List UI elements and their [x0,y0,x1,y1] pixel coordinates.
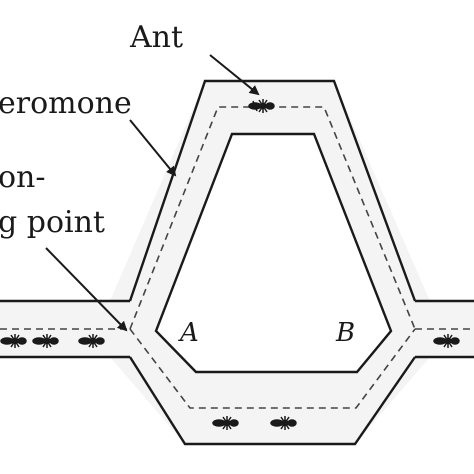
ant-arrow [209,54,260,96]
outer-bottom-edge [128,356,416,446]
ant-icon [433,334,460,348]
ant-icon [78,334,105,348]
leader-arrows [45,54,260,332]
decision-point-arrow [45,247,128,332]
point-a-label: A [180,318,199,348]
decision-point-label-line1: on- [0,160,46,195]
corridor-band [0,81,474,444]
ant-icon [32,334,59,348]
ant-label: Ant [130,20,184,55]
ant-icon [0,334,27,348]
ant-icon [248,99,275,113]
pheromone-label: eromone [0,86,132,121]
pheromone-arrow [129,119,177,177]
point-b-label: B [336,318,356,348]
outer-hexagon-edge [128,79,417,302]
inner-hexagon-edge [154,132,393,374]
corridor-outlines [0,79,474,446]
ant-icon [212,416,239,430]
decision-point-label-line2: g point [0,205,105,240]
lower-branch-trail [129,328,416,409]
ant-icon [270,416,297,430]
ants [0,99,460,430]
